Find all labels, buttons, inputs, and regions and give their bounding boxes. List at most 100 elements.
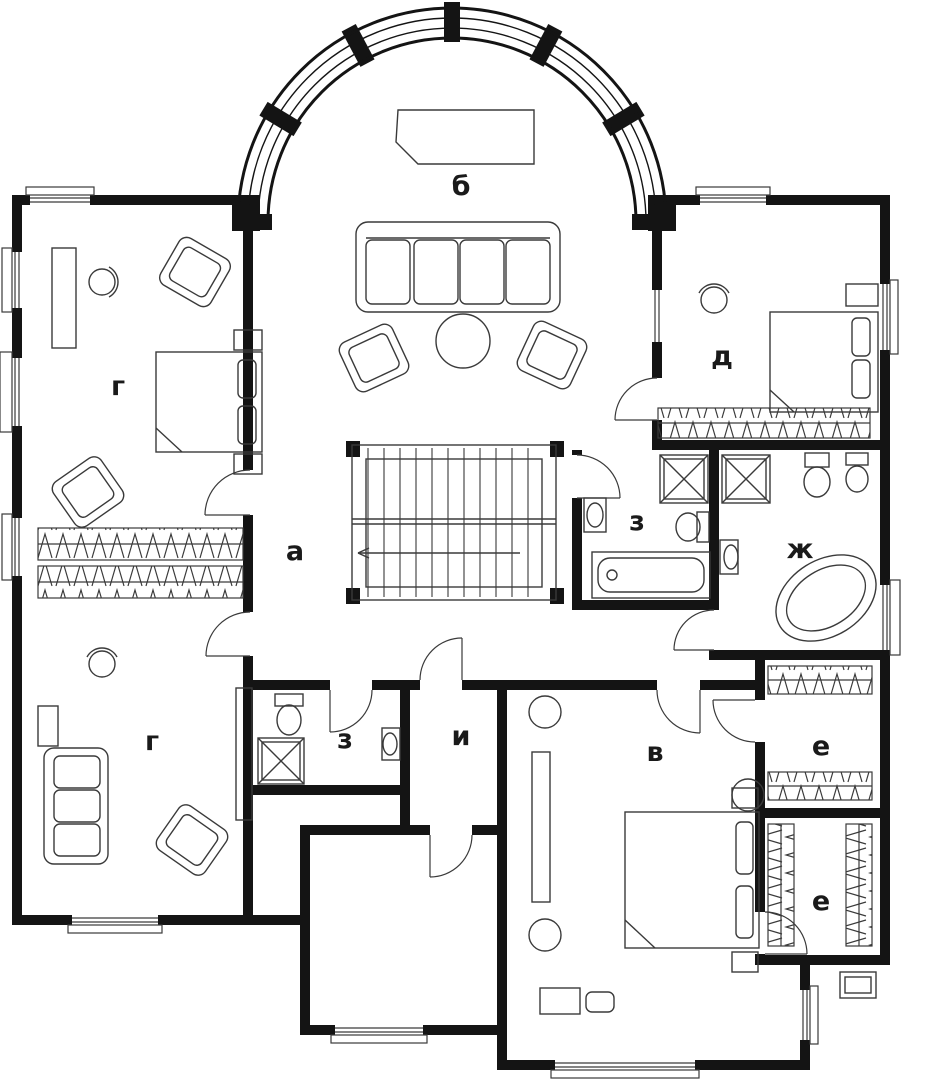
desk	[51, 247, 77, 349]
wall-top-left	[12, 195, 248, 205]
bench-table	[539, 987, 615, 1015]
wall-room-d-a	[652, 228, 662, 290]
window	[695, 186, 771, 205]
wall-bath-z-stub	[572, 450, 582, 455]
wall-z2-top-c	[462, 680, 507, 690]
window	[330, 1025, 428, 1044]
wall-z2-top-a	[253, 680, 330, 690]
wall-room-g-mid	[243, 515, 253, 612]
wall-e-bottom	[755, 955, 890, 965]
wall-room-g-top	[243, 228, 253, 470]
room-label-room-bottom-left: г	[145, 726, 159, 757]
wall-v-top-a	[507, 680, 657, 690]
arch-outer	[236, 6, 668, 223]
wall-v-top-b	[700, 680, 755, 690]
door-arc	[614, 377, 658, 421]
wall-right	[880, 195, 890, 965]
window	[880, 579, 901, 656]
walls	[12, 195, 890, 1070]
chair	[86, 647, 118, 678]
wall-z2-top-b	[372, 680, 420, 690]
wall-corridor-left	[400, 690, 410, 825]
wall-z2-bottom	[245, 785, 410, 795]
door-arc	[429, 834, 473, 878]
bathtub-oval	[775, 554, 877, 642]
chair	[698, 283, 730, 314]
bed	[155, 329, 263, 475]
wall-room-d-c	[652, 420, 662, 450]
wall-block-top-a	[300, 825, 430, 835]
window	[880, 279, 899, 355]
shower	[659, 454, 709, 504]
armchair	[335, 320, 413, 396]
coffee-table	[435, 313, 491, 369]
wall-bath-divider	[709, 450, 719, 610]
wardrobe-rail	[37, 565, 244, 599]
stairs-direction-arrow	[357, 547, 520, 559]
room-label-bathroom-center: з	[629, 506, 645, 537]
wall-block-left	[300, 825, 310, 1035]
sofa	[355, 221, 561, 313]
furniture	[37, 109, 879, 1015]
stairs	[351, 444, 557, 601]
door-arc	[205, 611, 251, 657]
stair-post	[346, 588, 360, 604]
window	[25, 186, 95, 205]
shower	[257, 737, 305, 785]
bed	[624, 787, 760, 973]
wall-wing-left	[497, 690, 507, 1060]
pouf	[528, 918, 562, 952]
bathtub	[591, 551, 711, 599]
wardrobe-rails	[37, 407, 873, 947]
wall-block-top-b	[472, 825, 507, 835]
wall-bottom-left	[12, 915, 308, 925]
wall-room-d-bottom	[652, 440, 890, 450]
armchair	[155, 233, 235, 311]
wall-bath-zh-bottom	[709, 650, 890, 660]
stair-post	[346, 441, 360, 457]
window	[1, 247, 22, 313]
window	[0, 351, 22, 433]
armchair	[513, 317, 591, 393]
wall-bath-z-left	[572, 498, 582, 610]
room-labels: б г д а з ж г з и в е е	[111, 171, 830, 917]
windows	[0, 186, 901, 1079]
wardrobe-rail	[845, 823, 873, 947]
sink	[583, 497, 607, 533]
window	[800, 985, 819, 1045]
window	[67, 915, 163, 934]
grand-piano	[395, 109, 535, 165]
tv-stand	[37, 705, 59, 747]
wall-e-divider	[755, 808, 890, 818]
room-label-bathroom-small: з	[337, 724, 353, 755]
cabinet	[235, 687, 253, 821]
wall-e-left-b	[755, 742, 765, 912]
bidet	[845, 452, 869, 493]
bed	[769, 283, 879, 413]
room-label-wardrobe-bottom: е	[812, 886, 830, 917]
window	[1, 513, 22, 581]
room-label-living: б	[452, 171, 471, 202]
wall-top-right	[656, 195, 890, 205]
wardrobe-rail	[657, 407, 871, 439]
door-arc	[576, 454, 621, 499]
room-label-hall: а	[286, 536, 304, 567]
room-label-bathroom-large: ж	[787, 534, 814, 565]
room-label-room-top-left: г	[111, 371, 125, 402]
room-label-corridor: и	[452, 721, 471, 752]
desk-chair	[88, 266, 119, 298]
arch-inner	[266, 36, 638, 223]
wall-e-left-a	[755, 660, 765, 700]
wardrobe-rail	[37, 527, 244, 561]
door-arc	[204, 469, 251, 516]
sink	[719, 539, 739, 575]
shower	[721, 454, 771, 504]
armchair	[48, 452, 128, 532]
stair-post	[550, 588, 564, 604]
toilet	[274, 693, 304, 736]
window	[550, 1060, 700, 1079]
stair-post	[550, 441, 564, 457]
wall-room-d-b	[652, 342, 662, 378]
outdoor-unit	[839, 971, 877, 999]
